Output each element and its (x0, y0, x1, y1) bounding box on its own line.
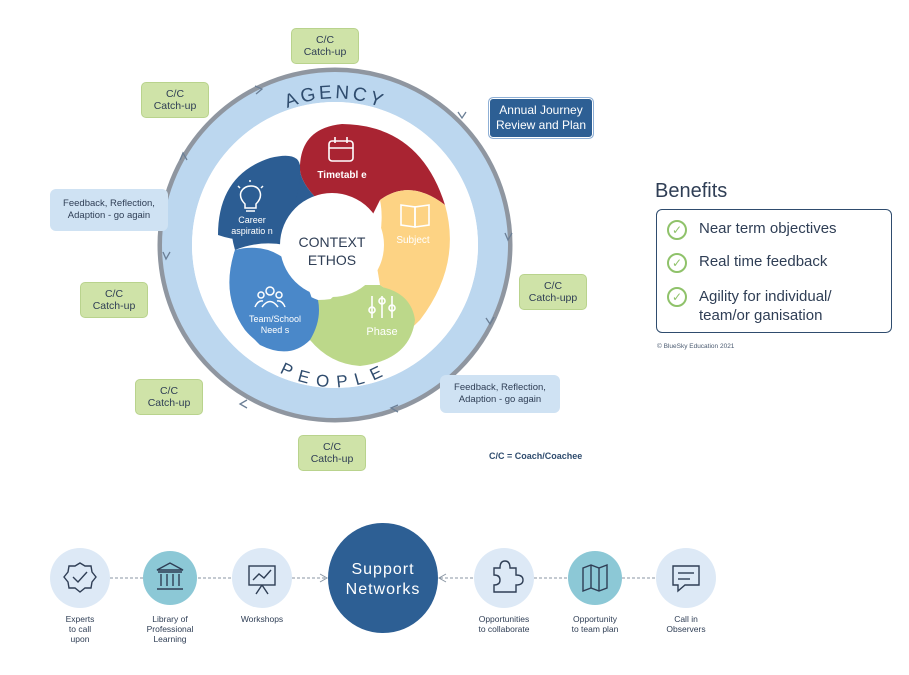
catchup-bottom-line1: C/C (322, 441, 342, 453)
label-team-plan: Opportunity to team plan (552, 614, 638, 634)
label-observers: Call in Observers (646, 614, 726, 634)
feedback-left: Feedback, Reflection, Adaption - go agai… (50, 189, 168, 231)
lightbulb-icon (237, 180, 264, 212)
feedback-right-line1: Feedback, Reflection, (454, 382, 546, 393)
cycle-arrows (162, 85, 513, 413)
label-line: Opportunity (573, 614, 617, 624)
career-label-line1: Career (238, 215, 266, 225)
catchup-right: C/C Catch-upp (519, 274, 587, 310)
chat-icon (672, 565, 700, 593)
node-collaborate[interactable] (474, 548, 534, 608)
benefit-text-line1: Agility for individual/ (699, 288, 832, 305)
timetable-label: Timetabl e (317, 170, 367, 181)
legend-note: C/C = Coach/Coachee (489, 451, 583, 461)
catchup-top-left: C/C Catch-up (141, 82, 209, 118)
label-line: Observers (666, 624, 706, 634)
benefit-item: ✓ Agility for individual/ team/or ganisa… (667, 287, 832, 325)
catchup-left-line2: Catch-up (92, 300, 136, 312)
catchup-top: C/C Catch-up (291, 28, 359, 64)
catchup-top-line2: Catch-up (303, 46, 347, 58)
arrow-left-head (437, 573, 447, 583)
label-experts: Experts to call upon (40, 614, 120, 644)
library-icon (156, 562, 184, 590)
annual-journey-box: Annual Journey Review and Plan (488, 97, 594, 139)
copyright-note: © BlueSky Education 2021 (657, 343, 735, 350)
puzzle-icon (493, 560, 524, 593)
benefits-title: Benefits (655, 180, 728, 202)
label-line: upon (70, 634, 90, 644)
outer-ring (157, 67, 513, 423)
feedback-right-line2: Adaption - go again (458, 394, 542, 405)
benefit-text: Near term objectives (699, 220, 837, 237)
career-label-line2: aspiratio n (231, 226, 273, 236)
segment-career-aspiration[interactable] (218, 155, 318, 250)
label-line: Learning (153, 634, 187, 644)
presentation-icon (248, 565, 276, 595)
label-line: to collaborate (478, 624, 530, 634)
catchup-right-line2: Catch-upp (528, 292, 578, 304)
center-circle (280, 193, 384, 297)
benefit-item: ✓ Near term objectives (667, 220, 837, 240)
catchup-top-left-line1: C/C (165, 88, 185, 100)
map-icon (582, 563, 608, 593)
arrow-right-head (319, 573, 329, 583)
catchup-bottom-left-line1: C/C (159, 385, 179, 397)
label-collaborate: Opportunities to collaborate (459, 614, 549, 634)
node-workshops[interactable] (232, 548, 292, 608)
team-label-line1: Team/School (249, 314, 301, 324)
annual-journey-line2: Review and Plan (495, 118, 587, 132)
catchup-left: C/C Catch-up (80, 282, 148, 318)
node-experts[interactable] (50, 548, 110, 608)
benefit-text-line2: team/or ganisation (699, 307, 823, 324)
book-icon (400, 204, 430, 228)
benefit-text: Real time feedback (699, 253, 828, 270)
feedback-right: Feedback, Reflection, Adaption - go agai… (440, 375, 560, 413)
catchup-bottom-left: C/C Catch-up (135, 379, 203, 415)
catchup-bottom-line2: Catch-up (310, 453, 354, 465)
benefits-box: ✓ Near term objectives ✓ Real time feedb… (656, 209, 892, 333)
label-line: Experts (65, 614, 95, 624)
support-networks-hub[interactable] (328, 523, 438, 633)
node-team-plan[interactable] (568, 551, 622, 605)
label-line: Workshops (240, 614, 284, 624)
label-line: Professional (146, 624, 194, 634)
label-line: to call (68, 624, 92, 634)
label-line: Opportunities (478, 614, 530, 624)
label-line: Call in (674, 614, 698, 624)
catchup-bottom: C/C Catch-up (298, 435, 366, 471)
people-icon (254, 286, 286, 308)
label-workshops: Workshops (222, 614, 302, 624)
feedback-left-line1: Feedback, Reflection, (63, 198, 155, 209)
check-icon: ✓ (667, 253, 687, 273)
benefit-item: ✓ Real time feedback (667, 253, 827, 273)
catchup-top-line1: C/C (315, 34, 335, 46)
subject-label: Subject (396, 235, 430, 246)
annual-journey-line1: Annual Journey (499, 103, 583, 117)
check-icon: ✓ (667, 287, 687, 307)
sliders-icon (368, 296, 396, 318)
badge-check-icon (63, 562, 97, 593)
segment-subject[interactable] (375, 190, 450, 345)
catchup-left-line1: C/C (104, 288, 124, 300)
support-title-line2: Networks (346, 581, 421, 598)
feedback-left-line2: Adaption - go again (67, 210, 151, 221)
node-library[interactable] (143, 551, 197, 605)
catchup-top-left-line2: Catch-up (153, 100, 197, 112)
center-line2: ETHOS (308, 252, 356, 268)
segment-phase[interactable] (306, 285, 415, 366)
label-library: Library of Professional Learning (130, 614, 210, 644)
center-line1: CONTEXT (299, 234, 366, 250)
node-observers[interactable] (656, 548, 716, 608)
agency-people-ring (162, 72, 508, 418)
team-label-line2: Need s (261, 325, 290, 335)
support-title-line1: Support (351, 561, 414, 578)
phase-label: Phase (366, 326, 397, 338)
check-icon: ✓ (667, 220, 687, 240)
catchup-bottom-left-line2: Catch-up (147, 397, 191, 409)
calendar-icon (328, 137, 354, 162)
catchup-right-line1: C/C (543, 280, 563, 292)
label-line: to team plan (571, 624, 619, 634)
label-line: Library of (152, 614, 188, 624)
